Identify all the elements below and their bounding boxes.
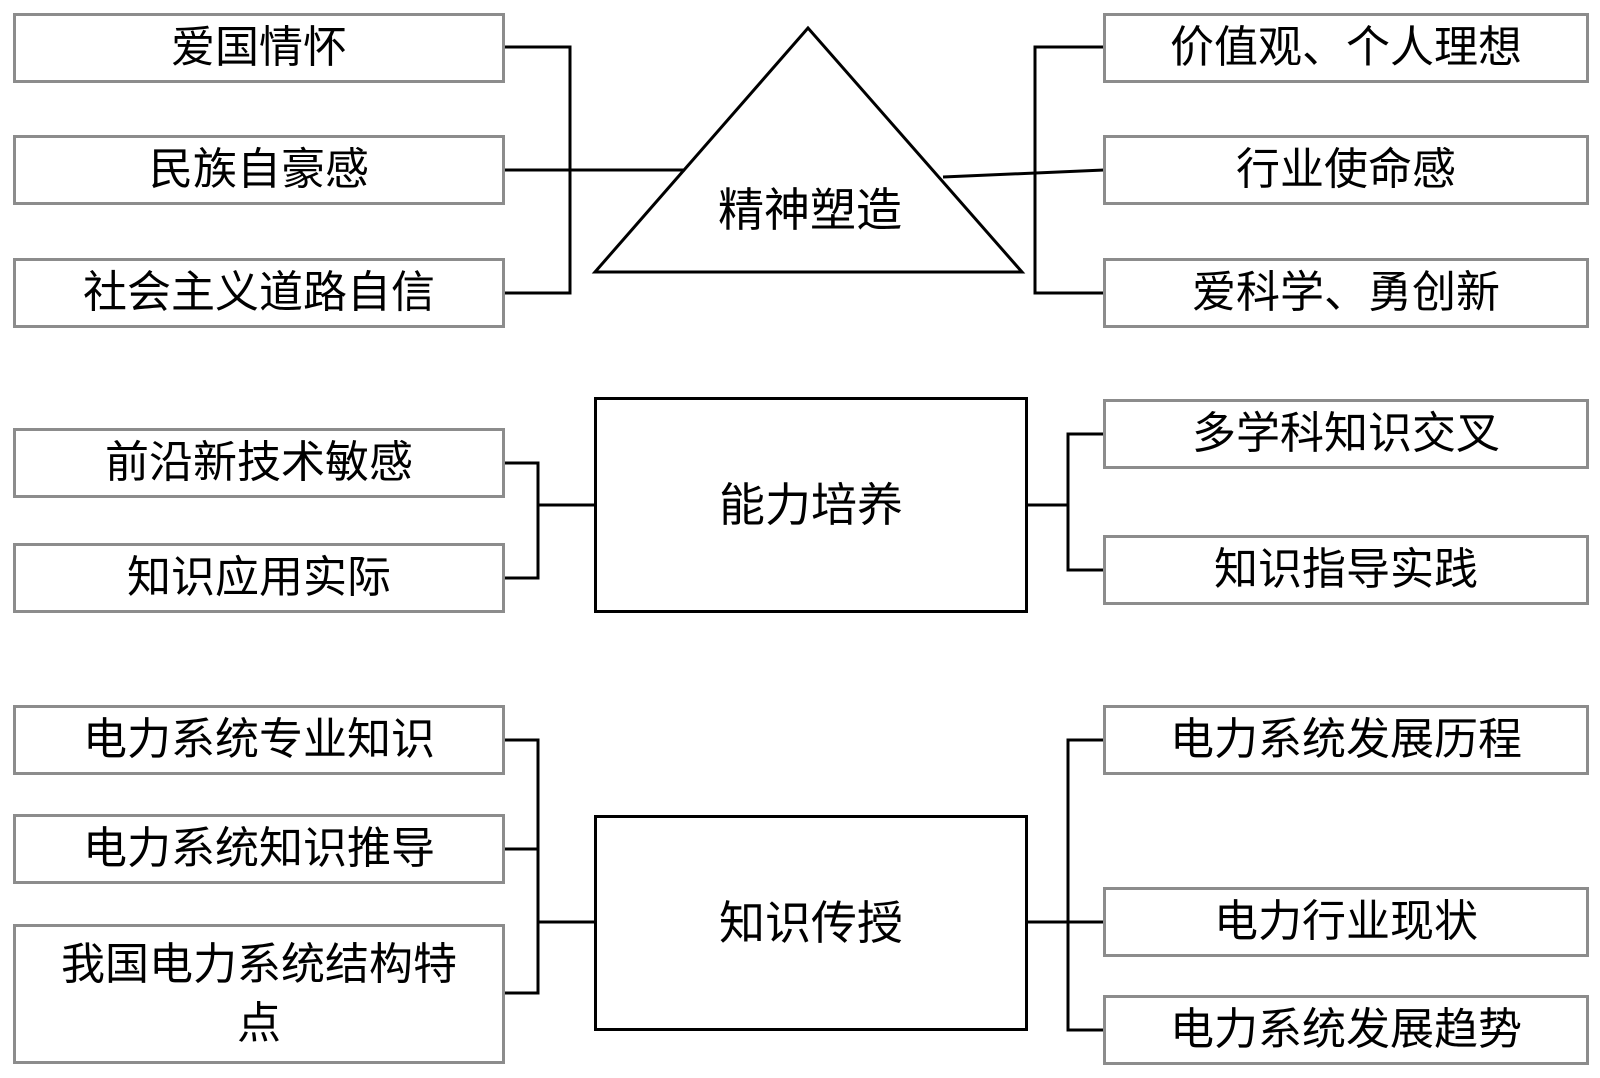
knowledge-center-box: 知识传授 bbox=[594, 815, 1028, 1031]
ability-left-item-2: 知识应用实际 bbox=[13, 543, 505, 613]
spirit-right-item-3: 爱科学、勇创新 bbox=[1103, 258, 1589, 328]
spirit-right-item-2: 行业使命感 bbox=[1103, 135, 1589, 205]
knowledge-left-item-2: 电力系统知识推导 bbox=[13, 814, 505, 884]
spirit-left-item-2: 民族自豪感 bbox=[13, 135, 505, 205]
spirit-left-item-3: 社会主义道路自信 bbox=[13, 258, 505, 328]
spirit-right-link bbox=[942, 168, 1105, 179]
spirit-center-label: 精神塑造 bbox=[718, 183, 902, 237]
ability-left-item-1: 前沿新技术敏感 bbox=[13, 428, 505, 498]
knowledge-right-item-1: 电力系统发展历程 bbox=[1103, 705, 1589, 775]
spirit-right-bracket bbox=[1033, 45, 1104, 295]
ability-right-item-1: 多学科知识交叉 bbox=[1103, 399, 1589, 469]
spirit-right-item-1: 价值观、个人理想 bbox=[1103, 13, 1589, 83]
knowledge-left-item-3: 我国电力系统结构特点 bbox=[13, 924, 505, 1064]
knowledge-left-bracket bbox=[503, 738, 540, 995]
spirit-triangle bbox=[591, 25, 1026, 274]
knowledge-right-item-3: 电力系统发展趋势 bbox=[1103, 995, 1589, 1065]
ability-right-item-2: 知识指导实践 bbox=[1103, 535, 1589, 605]
ability-right-bracket bbox=[1066, 432, 1104, 572]
spirit-left-item-1: 爱国情怀 bbox=[13, 13, 505, 83]
knowledge-left-item-1: 电力系统专业知识 bbox=[13, 705, 505, 775]
ability-center-box: 能力培养 bbox=[594, 397, 1028, 613]
ability-left-bracket bbox=[503, 461, 540, 580]
knowledge-right-bracket bbox=[1066, 738, 1104, 1032]
knowledge-right-item-2: 电力行业现状 bbox=[1103, 887, 1589, 957]
